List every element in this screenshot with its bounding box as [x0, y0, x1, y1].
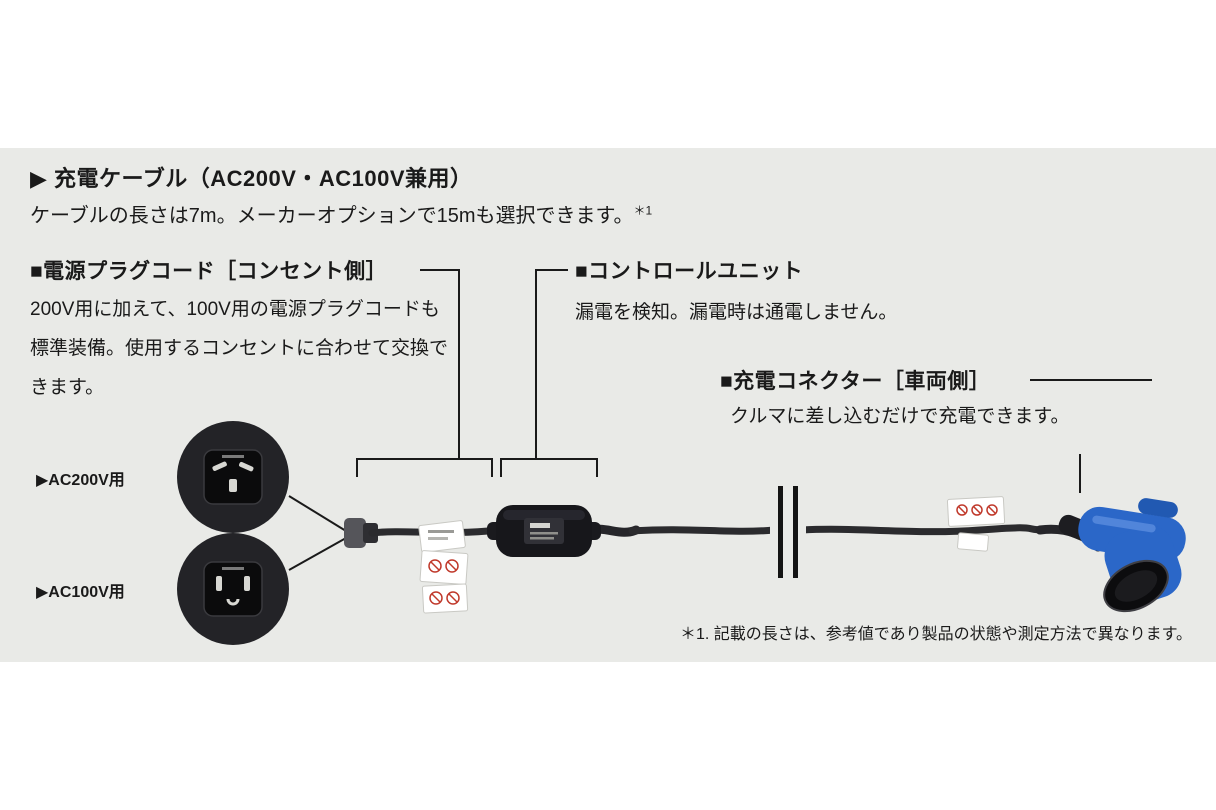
ac100-converge-line [288, 537, 347, 571]
connector-description: クルマに差し込むだけで充電できます。 [730, 406, 1070, 427]
prohibition-icon-6 [971, 504, 983, 516]
connector-heading: ■充電コネクター［車両側］ [720, 370, 991, 393]
prohibition-slash-4 [448, 593, 458, 603]
control-unit-leader-line [535, 269, 568, 458]
ac200-plug-label: ▶AC200V用 [36, 472, 125, 489]
control-unit-description: 漏電を検知。漏電時は通電しません。 [575, 302, 898, 323]
prohibition-slash-1 [430, 561, 440, 571]
break-bar-right [793, 486, 798, 578]
footnote: ＊1. 記載の長さは、参考値であり製品の状態や測定方法で異なります。 [679, 626, 1192, 643]
control-unit-sheen [503, 510, 585, 520]
plug-cord-leader-line [420, 269, 460, 458]
break-bar-left [778, 486, 783, 578]
plug-cord-heading: ■電源プラグコード［コンセント側］ [30, 260, 388, 283]
prohibition-icon-1 [428, 559, 442, 573]
cable-segment-2 [628, 526, 778, 535]
control-unit-box [487, 505, 601, 557]
control-unit-bracket [500, 458, 598, 477]
warning-tag-3 [421, 583, 469, 614]
ac200-blade-right [239, 461, 254, 472]
prohibition-slash-2 [447, 561, 457, 571]
control-unit-label-line-2 [530, 537, 554, 540]
subtitle: ケーブルの長さは7m。メーカーオプションで15mも選択できます。＊1 [30, 199, 652, 228]
ac100-plug-label: ▶AC100V用 [36, 584, 125, 601]
cable-break-mark [770, 482, 806, 582]
connector-latch [1138, 498, 1178, 518]
charging-cable [368, 524, 1050, 537]
prohibition-icon-5 [956, 504, 968, 516]
plug-cord-description: 200V用に加えて、100V用の電源プラグコードも標準装備。使用するコンセントに… [30, 299, 449, 398]
connector-highlight [1092, 515, 1156, 533]
break-gap-mask [770, 482, 806, 582]
ac100-plug-photo [177, 533, 289, 645]
ac200-plug-print [222, 455, 244, 458]
charging-connector [1035, 498, 1186, 613]
warning-tag-2 [419, 550, 469, 585]
warning-tag-4 [946, 496, 1006, 527]
prohibition-icon-7 [986, 504, 998, 516]
warning-tag-5 [957, 532, 989, 552]
ac100-plug-print [222, 567, 244, 570]
cord-plug-body [344, 518, 366, 548]
control-unit-label-plate [524, 518, 564, 544]
prohibition-slash-5 [958, 506, 966, 514]
control-unit-heading: ■コントロールユニット [575, 260, 804, 283]
tag1-text-line [428, 530, 454, 533]
control-unit-label-title [530, 523, 550, 528]
ac100-blade-right [244, 576, 250, 591]
ac200-plug-body [203, 449, 263, 505]
leader-lines [288, 269, 1152, 571]
ac100-plug-body [203, 561, 263, 617]
ac200-plug-photo [177, 421, 289, 533]
warning-tag-right [946, 496, 1006, 552]
ac200-ground-pin [229, 479, 237, 492]
prohibition-slash-7 [988, 506, 996, 514]
prohibition-icon-2 [445, 559, 459, 573]
prohibition-icon-3 [429, 591, 443, 605]
page-title: ▶ 充電ケーブル（AC200V・AC100V兼用） [30, 166, 473, 191]
subtitle-text: ケーブルの長さは7m。メーカーオプションで15mも選択できます。 [30, 205, 634, 227]
control-unit-label-line-1 [530, 532, 558, 535]
prohibition-slash-6 [973, 506, 981, 514]
warning-tags-left [418, 520, 469, 614]
connector-nozzle-face [1114, 570, 1158, 602]
plug-cord-bracket [356, 458, 493, 477]
warning-tag-icons [428, 530, 460, 605]
ac100-ground-slot [226, 598, 240, 606]
tag1-text-line-2 [428, 537, 448, 540]
ac100-blade-left [216, 576, 222, 591]
ac200-blade-left [212, 461, 227, 471]
prohibition-icon-4 [446, 591, 460, 605]
prohibition-slash-3 [431, 593, 441, 603]
ac200-converge-line [288, 495, 347, 532]
warning-tag-1 [418, 520, 466, 553]
cable-segment-3 [798, 524, 1050, 536]
footnote-reference: ＊1 [633, 203, 653, 218]
